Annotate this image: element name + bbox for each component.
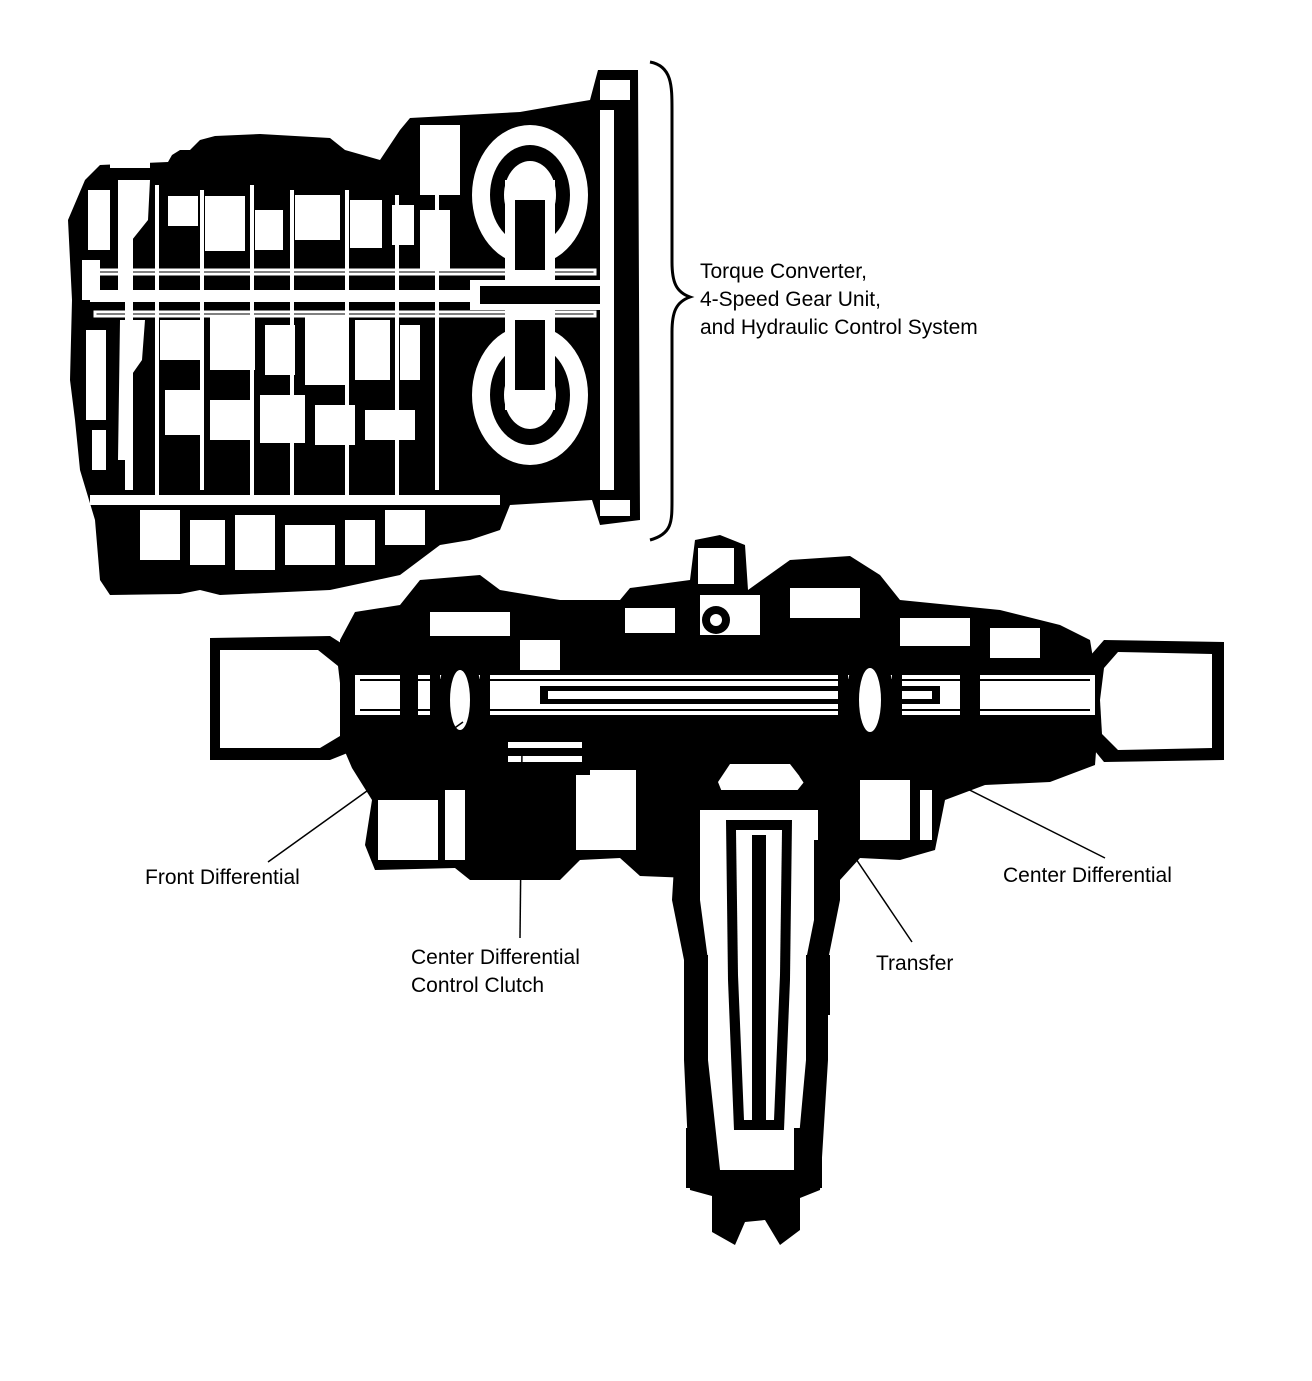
transfer-output-housing	[672, 790, 840, 1245]
upper-transmission-case	[68, 70, 640, 595]
label-center-differential: Center Differential	[1003, 864, 1172, 887]
leader-center-differential	[877, 743, 1106, 859]
label-torque-converter-line2: 4-Speed Gear Unit,	[700, 288, 881, 311]
leader-control-clutch	[519, 747, 523, 939]
leader-transfer	[799, 775, 913, 943]
label-control-clutch-line2: Control Clutch	[411, 974, 545, 997]
label-torque-converter-line3: and Hydraulic Control System	[700, 316, 978, 339]
label-front-differential: Front Differential	[145, 866, 300, 889]
lower-transaxle	[210, 535, 1224, 880]
label-bracket	[649, 60, 695, 542]
label-torque-converter-line1: Torque Converter,	[700, 260, 867, 283]
label-torque-converter: Torque Converter, 4-Speed Gear Unit, and…	[700, 258, 978, 342]
label-control-clutch: Center Differential Control Clutch	[411, 944, 580, 1000]
label-transfer: Transfer	[876, 952, 954, 975]
leader-front-differential	[267, 721, 464, 863]
label-control-clutch-line1: Center Differential	[411, 946, 580, 969]
